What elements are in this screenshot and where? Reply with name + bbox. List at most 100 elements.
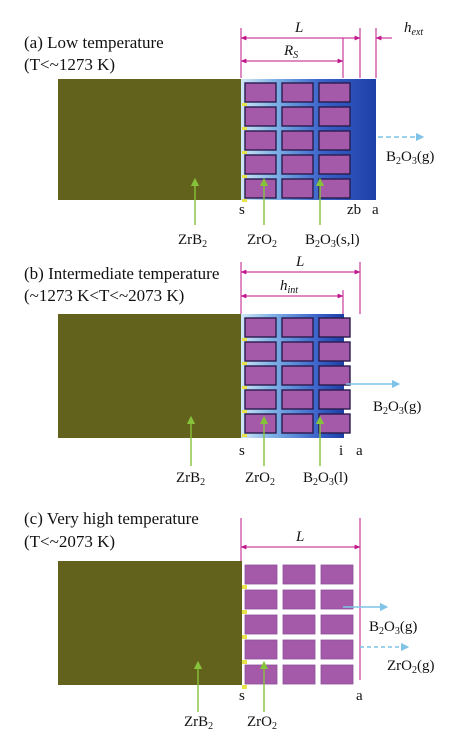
zro2-grain	[244, 413, 277, 434]
zro2-grain	[318, 317, 351, 338]
panel-a-caption-1: (a) Low temperature	[24, 33, 164, 52]
reaction-front-mark	[242, 103, 247, 106]
reaction-front-mark	[242, 434, 247, 437]
reaction-front-mark	[242, 610, 247, 614]
zro2-grain	[281, 341, 314, 362]
reaction-front-mark	[242, 585, 247, 589]
zro2-grain	[244, 389, 277, 410]
reaction-front-mark	[242, 362, 247, 365]
label-zrb2-c: ZrB2	[184, 714, 213, 732]
zro2-grain	[281, 389, 314, 410]
zro2-grain	[244, 106, 277, 127]
reaction-front-mark	[242, 338, 247, 341]
zro2-grain	[244, 589, 278, 610]
zro2-grain	[244, 130, 277, 151]
zro2-grain	[318, 154, 351, 175]
zro2-grain	[281, 130, 314, 151]
zro2-grain	[318, 389, 351, 410]
pos-s-a: s	[239, 202, 245, 218]
zro2-grain	[318, 341, 351, 362]
reaction-front-mark	[242, 127, 247, 130]
reaction-front-mark	[242, 635, 247, 639]
gas-zro2-c: ZrO2(g)	[387, 658, 435, 676]
pos-a-b: a	[356, 443, 363, 459]
dim-L-a-label: L	[294, 20, 303, 36]
panel-c-caption-2: (T<~2073 K)	[24, 532, 115, 551]
pos-a-a: a	[372, 202, 379, 218]
panel-b-caption-1: (b) Intermediate temperature	[24, 264, 219, 283]
panel-c-caption-1: (c) Very high temperature	[24, 509, 199, 528]
zro2-grain	[282, 639, 316, 660]
zro2-grain	[244, 341, 277, 362]
zro2-grain	[244, 639, 278, 660]
pos-s-c: s	[239, 688, 245, 704]
dim-hint-label: hint	[280, 278, 298, 296]
zro2-grid-c	[242, 564, 354, 689]
zro2-grain	[281, 317, 314, 338]
pos-s-b: s	[239, 443, 245, 459]
zro2-grain	[244, 154, 277, 175]
panel-a: (a) Low temperature (T<~1273 K) L RS hex…	[24, 20, 434, 250]
gas-b2o3-a: B2O3(g)	[386, 149, 434, 167]
dim-L-c-label: L	[295, 529, 304, 545]
zro2-grain	[318, 413, 351, 434]
zro2-grain	[244, 317, 277, 338]
reaction-front-mark	[242, 199, 247, 202]
panel-b: (b) Intermediate temperature (~1273 K<T<…	[24, 254, 421, 488]
zro2-grain	[318, 178, 351, 199]
label-zro2-a: ZrO2	[247, 232, 277, 250]
zrb2-substrate-c	[58, 561, 242, 685]
zro2-grain	[318, 130, 351, 151]
dim-Rs-label: RS	[283, 43, 298, 61]
zro2-grain	[318, 106, 351, 127]
dim-hext-label: hext	[404, 20, 423, 38]
zro2-grain	[320, 564, 354, 585]
label-zrb2-b: ZrB2	[176, 470, 205, 488]
reaction-front-mark	[242, 685, 247, 689]
zro2-grain	[320, 664, 354, 685]
zrb2-substrate-a	[58, 79, 242, 200]
zro2-grain	[244, 365, 277, 386]
zro2-grain	[281, 365, 314, 386]
panel-b-caption-2: (~1273 K<T<~2073 K)	[24, 286, 184, 305]
zro2-grid-b	[242, 317, 351, 437]
zro2-grain	[282, 564, 316, 585]
zro2-grain	[281, 82, 314, 103]
reaction-front-mark	[242, 410, 247, 413]
panel-a-caption-2: (T<~1273 K)	[24, 55, 115, 74]
label-zro2-c: ZrO2	[247, 714, 277, 732]
zro2-grain	[318, 365, 351, 386]
zro2-grain	[244, 664, 278, 685]
zro2-grain	[282, 614, 316, 635]
zro2-grain	[244, 82, 277, 103]
zro2-grain	[281, 413, 314, 434]
gas-b2o3-b: B2O3(g)	[373, 399, 421, 417]
zro2-grain	[282, 664, 316, 685]
label-zro2-b: ZrO2	[245, 470, 275, 488]
label-b2o3-a: B2O3(s,l)	[305, 232, 360, 250]
pos-zb-a: zb	[347, 202, 361, 218]
zro2-grain	[282, 589, 316, 610]
zro2-grain	[281, 178, 314, 199]
reaction-front-mark	[242, 151, 247, 154]
zro2-grain	[320, 614, 354, 635]
panel-c: (c) Very high temperature (T<~2073 K) L …	[24, 509, 435, 732]
zrb2-substrate-b	[58, 314, 242, 438]
zro2-grain	[320, 589, 354, 610]
pos-a-c: a	[356, 688, 363, 704]
zro2-grain	[318, 82, 351, 103]
label-b2o3-b: B2O3(l)	[303, 470, 348, 488]
zro2-grain	[244, 564, 278, 585]
zro2-grain	[281, 154, 314, 175]
reaction-front-mark	[242, 660, 247, 664]
label-zrb2-a: ZrB2	[178, 232, 207, 250]
zro2-grid-a	[242, 82, 351, 202]
gas-b2o3-c: B2O3(g)	[369, 619, 417, 637]
zro2-grain	[244, 614, 278, 635]
pos-i-b: i	[339, 443, 343, 459]
zro2-grain	[320, 639, 354, 660]
reaction-front-mark	[242, 386, 247, 389]
reaction-front-mark	[242, 175, 247, 178]
dim-L-b-label: L	[295, 254, 304, 270]
